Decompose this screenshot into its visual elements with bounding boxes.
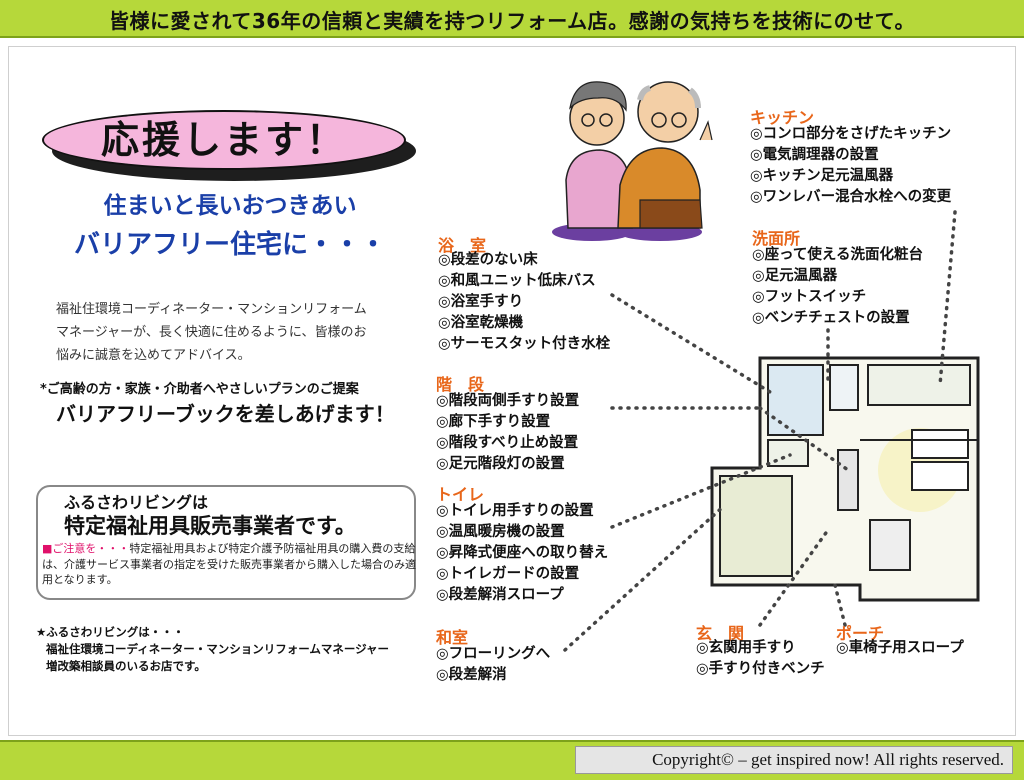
staff-note: ★ふるさわリビングは・・・ 福祉住環境コーディネーター・マンションリフォームマネ… (36, 624, 436, 675)
list-item: ◎ベンチチェストの設置 (752, 310, 910, 326)
list-item: ◎フットスイッチ (752, 289, 867, 305)
list-item: ◎段差解消 (436, 667, 507, 683)
list-item: ◎足元温風器 (752, 268, 838, 284)
section-kitchen-list: ◎コンロ部分をさげたキッチン ◎電気調理器の設置 ◎キッチン足元温風器 ◎ワンレ… (750, 124, 951, 208)
list-item: ◎段差のない床 (438, 252, 538, 268)
intro-line: 悩みに誠意を込めてアドバイス。 (56, 348, 251, 363)
note-square-icon: ■ (42, 542, 53, 555)
list-item: ◎キッチン足元温風器 (750, 168, 894, 184)
copyright-text: Copyright© – get inspired now! All right… (575, 746, 1013, 774)
intro-line: マネージャーが、長く快適に住めるように、皆様のお (56, 325, 367, 340)
note-text: 特定福祉用具および特定介護予防福祉用具の購入費の支給は、介護サービス事業者の指定… (42, 542, 416, 586)
connector-lines (563, 210, 957, 652)
section-bath-list: ◎段差のない床 ◎和風ユニット低床バス ◎浴室手すり ◎浴室乾燥機 ◎サーモスタ… (438, 250, 610, 355)
list-item: ◎温風暖房機の設置 (436, 524, 565, 540)
section-toilet-list: ◎トイレ用手すりの設置 ◎温風暖房機の設置 ◎昇降式便座への取り替え ◎トイレガ… (436, 501, 608, 606)
list-item: ◎玄関用手すり (696, 640, 796, 656)
header-bar (0, 0, 1024, 38)
list-item: ◎ワンレバー混合水栓への変更 (750, 189, 952, 205)
staff-note-line: 福祉住環境コーディネーター・マンションリフォームマネージャー (46, 642, 390, 656)
list-item: ◎サーモスタット付き水栓 (438, 336, 611, 352)
dealer-note: ■ご注意を・・・特定福祉用具および特定介護予防福祉用具の購入費の支給は、介護サー… (42, 541, 416, 588)
dealer-line1: ふるさわリビングは (64, 493, 209, 512)
list-item: ◎和風ユニット低床バス (438, 273, 596, 289)
section-washroom-list: ◎座って使える洗面化粧台 ◎足元温風器 ◎フットスイッチ ◎ベンチチェストの設置 (752, 245, 923, 329)
intro-line: 福祉住環境コーディネーター・マンションリフォーム (56, 302, 367, 317)
section-entrance-list: ◎玄関用手すり ◎手すり付きベンチ (696, 638, 825, 680)
note-label: ご注意を・・・ (52, 542, 130, 555)
section-bath-title: 浴 室 (438, 236, 487, 255)
badge-title: 応援します！ (100, 118, 347, 162)
subtitle-line2: バリアフリー住宅に・・・ (73, 230, 386, 260)
list-item: ◎電気調理器の設置 (750, 147, 879, 163)
proposal-note: *ご高齢の方・家族・介助者へやさしいプランのご提案 (40, 382, 359, 397)
list-item: ◎浴室手すり (438, 294, 524, 310)
section-porch-title: ポーチ (836, 624, 885, 643)
subtitle-line1: 住まいと長いおつきあい (103, 193, 357, 219)
section-porch-list: ◎車椅子用スロープ (836, 638, 964, 659)
section-stairs-title: 階 段 (436, 375, 485, 394)
staff-note-line: 増改築相談員のいるお店です。 (46, 659, 206, 673)
section-kitchen-title: キッチン (750, 108, 815, 127)
section-entrance-title: 玄 関 (696, 624, 745, 643)
staff-note-line: ★ふるさわリビングは・・・ (36, 625, 185, 639)
list-item: ◎手すり付きベンチ (696, 661, 825, 677)
section-washitsu-list: ◎フローリングへ ◎段差解消 (436, 644, 550, 686)
section-stairs-list: ◎階段両側手すり設置 ◎廊下手すり設置 ◎階段すべり止め設置 ◎足元階段灯の設置 (436, 391, 579, 475)
section-washitsu-title: 和室 (436, 628, 469, 647)
list-item: ◎トイレ用手すりの設置 (436, 503, 594, 519)
content-frame (8, 46, 1016, 736)
list-item: ◎浴室乾燥機 (438, 315, 524, 331)
section-toilet-title: トイレ (436, 485, 485, 504)
floor-plan (710, 356, 980, 602)
list-item: ◎車椅子用スロープ (836, 640, 964, 656)
header-tagline: 皆様に愛されて36年の信頼と実績を持つリフォーム店。感謝の気持ちを技術にのせて。 (108, 9, 916, 33)
dealer-box (36, 485, 416, 600)
list-item: ◎座って使える洗面化粧台 (752, 247, 923, 263)
badge-pill (42, 110, 406, 170)
list-item: ◎コンロ部分をさげたキッチン (750, 126, 952, 142)
intro-text: 福祉住環境コーディネーター・マンションリフォーム マネージャーが、長く快適に住め… (56, 298, 422, 367)
proposal-headline: バリアフリーブックを差しあげます！ (56, 402, 395, 426)
elderly-couple-illustration (552, 81, 713, 241)
list-item: ◎昇降式便座への取り替え (436, 545, 609, 561)
list-item: ◎階段両側手すり設置 (436, 393, 580, 409)
list-item: ◎廊下手すり設置 (436, 414, 551, 430)
list-item: ◎フローリングへ (436, 646, 551, 662)
list-item: ◎足元階段灯の設置 (436, 456, 565, 472)
list-item: ◎トイレガードの設置 (436, 566, 580, 582)
list-item: ◎階段すべり止め設置 (436, 435, 579, 451)
dealer-line2: 特定福祉用具販売事業者です。 (64, 514, 356, 538)
list-item: ◎段差解消スロープ (436, 587, 564, 603)
section-washroom-title: 洗面所 (752, 229, 801, 248)
